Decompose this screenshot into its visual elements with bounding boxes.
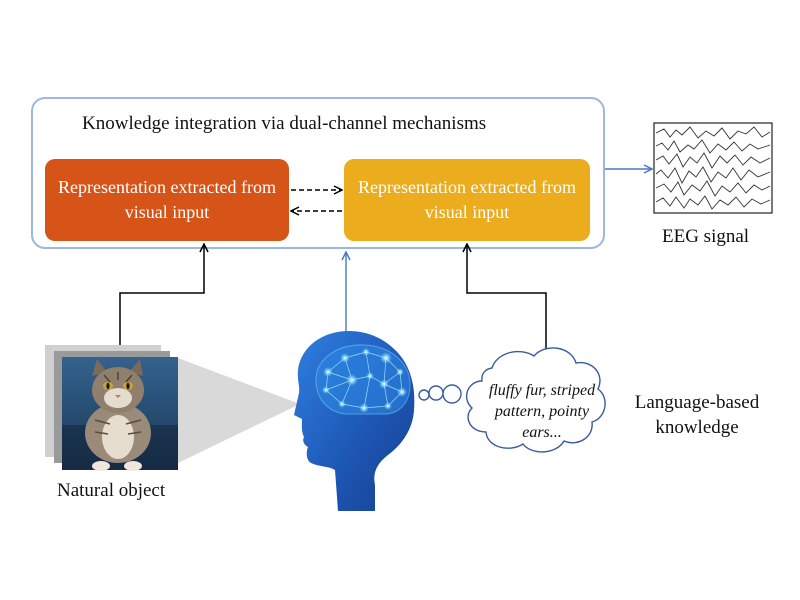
visual-representation-block: Representation extracted from visual inp…	[45, 159, 289, 241]
language-knowledge-label: Language-based knowledge	[634, 392, 760, 438]
thought-text: fluffy fur, striped pattern, pointy ears…	[488, 382, 596, 441]
brain-network-icon	[315, 344, 411, 415]
visual-input-arrow	[119, 244, 204, 345]
natural-object-label: Natural object	[57, 480, 166, 501]
viewing-cone	[178, 358, 300, 463]
eeg-waveform-icon	[653, 122, 773, 214]
eeg-label: EEG signal	[662, 226, 750, 247]
second-representation-block: Representation extracted from visual inp…	[344, 159, 590, 241]
thought-bubble-icon	[418, 347, 606, 453]
language-input-arrow	[467, 244, 547, 364]
cat-photo	[45, 345, 178, 471]
visual-representation-label: Representation extracted from visual inp…	[58, 177, 276, 222]
second-representation-label: Representation extracted from visual inp…	[358, 177, 576, 222]
integration-title: Knowledge integration via dual-channel m…	[82, 113, 487, 134]
